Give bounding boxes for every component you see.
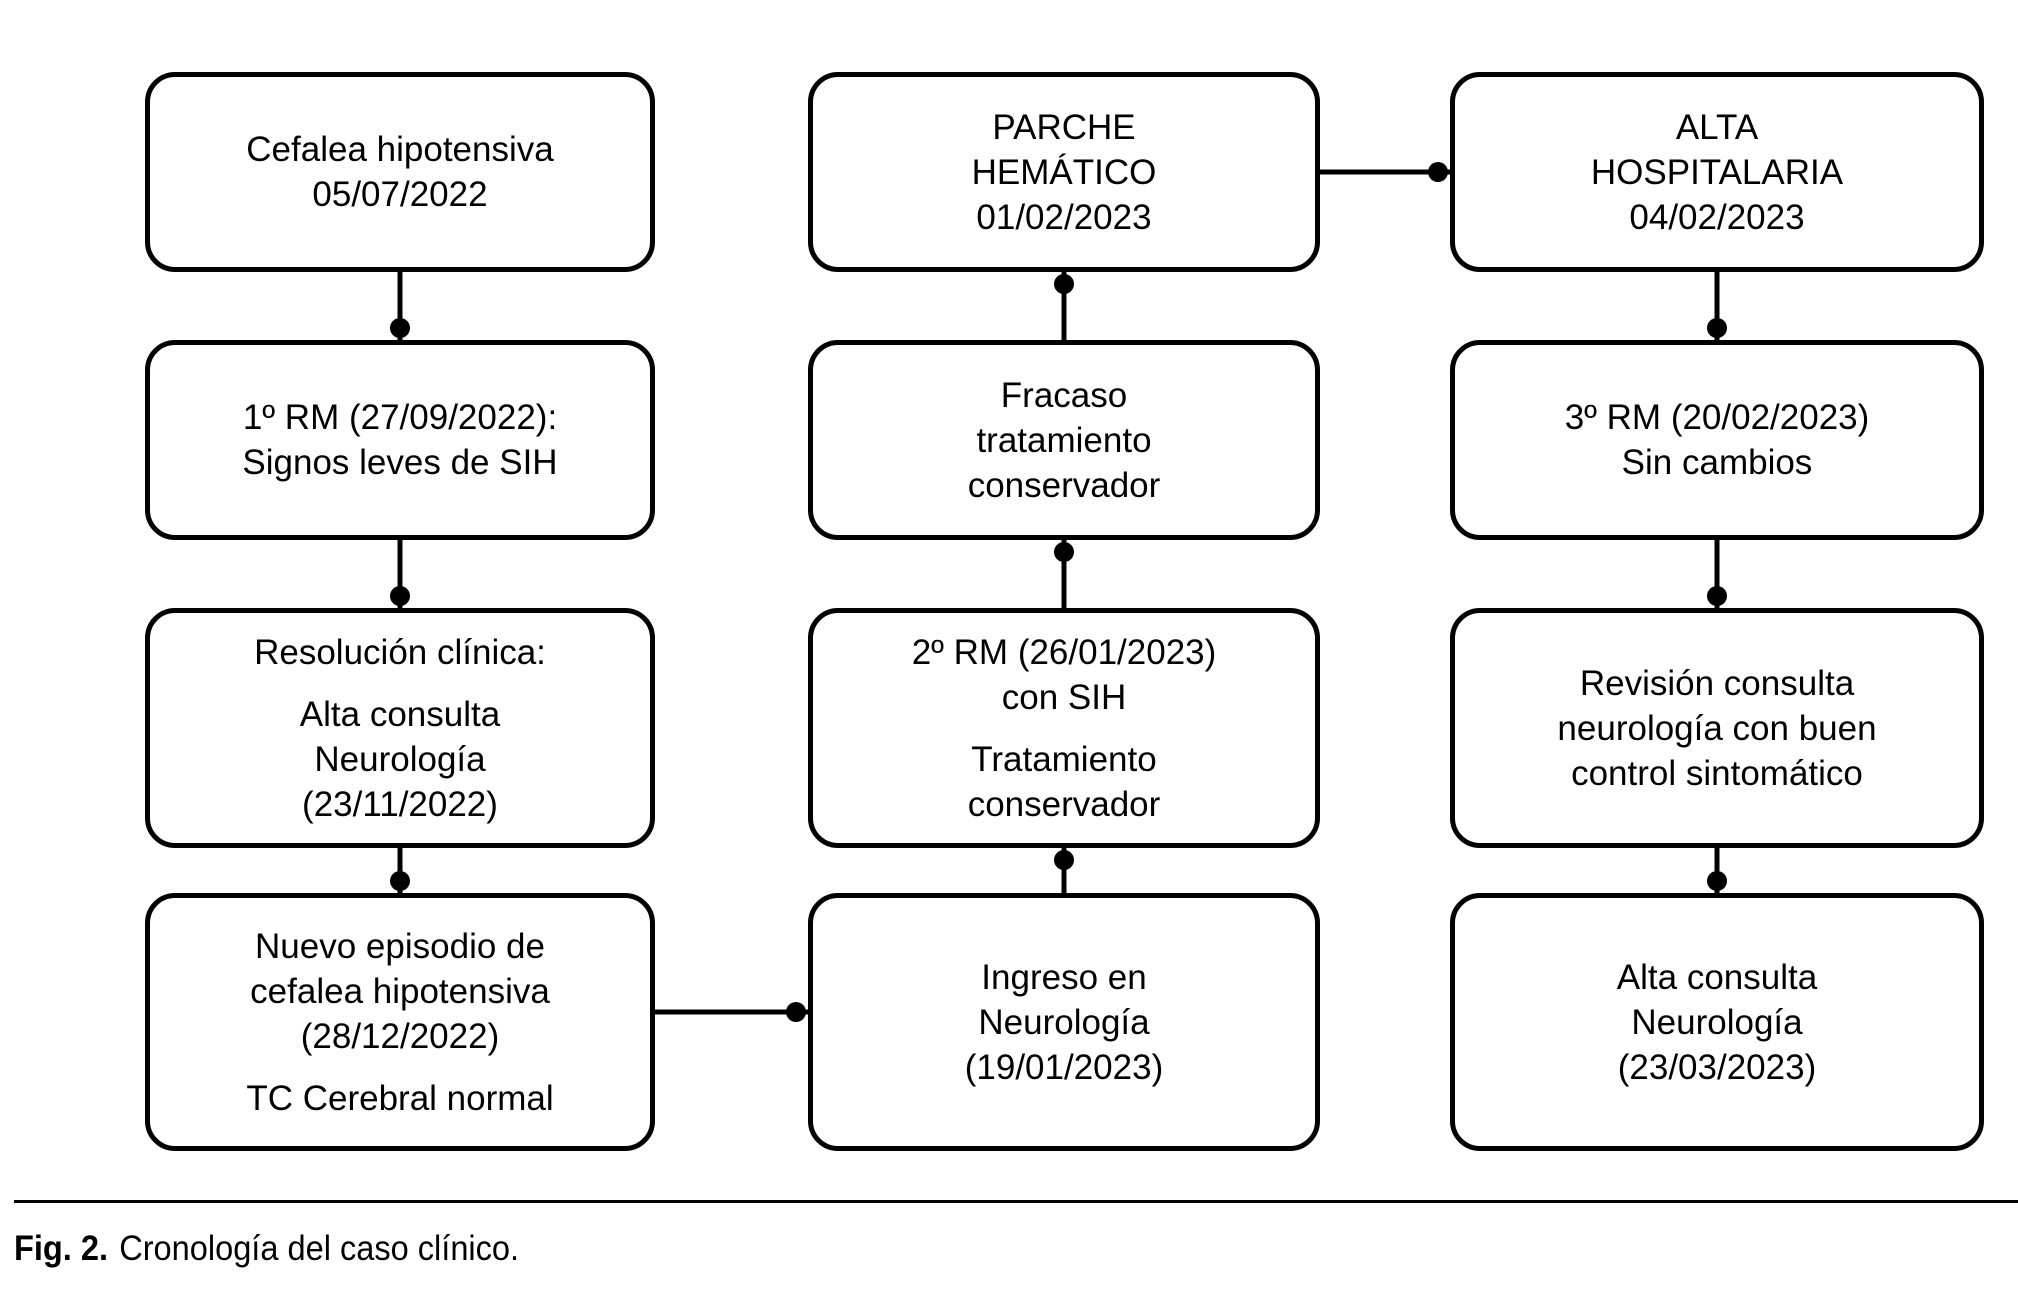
box-line: 04/02/2023 <box>1629 197 1805 237</box>
box-line: Sin cambios <box>1621 443 1813 482</box>
box-line: 01/02/2023 <box>976 197 1152 237</box>
figure-caption-text: Cronología del caso clínico. <box>119 1229 520 1268</box>
box-line: Revisión consulta <box>1579 663 1855 703</box>
arrow-dot-alta-hosp <box>1428 162 1448 182</box>
box-line: 3º RM (20/02/2023) <box>1564 398 1870 437</box>
caption-divider <box>14 1200 2018 1203</box>
box-line: Fracaso <box>1000 375 1128 415</box>
box-line: conservador <box>967 465 1161 505</box>
arrow-dot-nuevo <box>390 871 410 891</box>
box-line: con SIH <box>1001 677 1127 717</box>
box-line: Alta consulta <box>299 694 501 734</box>
box-line: ALTA <box>1675 107 1759 147</box>
box-line: neurología con buen <box>1557 708 1877 748</box>
box-cefalea-hipotensiva: Cefalea hipotensiva 05/07/2022 <box>145 72 655 272</box>
box-nuevo-episodio: Nuevo episodio de cefalea hipotensiva (2… <box>145 893 655 1151</box>
box-line: Neurología <box>314 739 486 779</box>
box-line: Nuevo episodio de <box>255 926 545 966</box>
box-rm3: 3º RM (20/02/2023) Sin cambios <box>1450 340 1984 540</box>
box-line: (23/03/2023) <box>1617 1047 1817 1087</box>
box-parche-hematico: PARCHE HEMÁTICO 01/02/2023 <box>808 72 1320 272</box>
arrow-dot-rm3 <box>1707 318 1727 338</box>
box-line: TC Cerebral normal <box>246 1078 554 1118</box>
box-line: control sintomático <box>1571 753 1863 793</box>
box-line: Alta consulta <box>1616 957 1818 997</box>
box-line: conservador <box>967 784 1161 824</box>
figure-caption-label: Fig. 2. <box>14 1229 109 1268</box>
box-line: 05/07/2022 <box>312 175 488 214</box>
box-line: 2º RM (26/01/2023) <box>911 632 1217 672</box>
box-fracaso-tratamiento: Fracaso tratamiento conservador <box>808 340 1320 540</box>
box-line: HEMÁTICO <box>971 152 1157 192</box>
box-line: Resolución clínica: <box>254 632 546 672</box>
box-line: Signos leves de SIH <box>242 443 558 482</box>
box-line: 1º RM (27/09/2022): <box>242 398 558 437</box>
box-line: PARCHE <box>992 107 1136 147</box>
arrow-dot-rm2 <box>1054 850 1074 870</box>
box-line: Ingreso en <box>981 957 1147 997</box>
box-rm2: 2º RM (26/01/2023) con SIH Tratamiento c… <box>808 608 1320 848</box>
arrow-dot-fracaso <box>1054 542 1074 562</box>
arrow-dot-alta-consulta <box>1707 871 1727 891</box>
box-line: (23/11/2022) <box>302 784 498 824</box>
arrow-dot-rm1 <box>390 318 410 338</box>
box-line: Neurología <box>1631 1002 1803 1042</box>
box-rm1: 1º RM (27/09/2022): Signos leves de SIH <box>145 340 655 540</box>
box-line: Neurología <box>978 1002 1150 1042</box>
box-line: Cefalea hipotensiva <box>246 130 554 169</box>
arrow-dot-resolucion <box>390 586 410 606</box>
box-line: (28/12/2022) <box>300 1016 500 1056</box>
box-ingreso-neurologia: Ingreso en Neurología (19/01/2023) <box>808 893 1320 1151</box>
box-line: tratamiento <box>976 420 1152 460</box>
box-revision-consulta: Revisión consulta neurología con buen co… <box>1450 608 1984 848</box>
box-alta-consulta: Alta consulta Neurología (23/03/2023) <box>1450 893 1984 1151</box>
box-resolucion-clinica: Resolución clínica: Alta consulta Neurol… <box>145 608 655 848</box>
box-line: cefalea hipotensiva <box>250 971 550 1011</box>
arrow-dot-revision <box>1707 586 1727 606</box>
box-line: (19/01/2023) <box>964 1047 1164 1087</box>
arrow-dot-ingreso <box>786 1002 806 1022</box>
box-line: Tratamiento <box>971 739 1157 779</box>
figure-caption: Fig. 2. Cronología del caso clínico. <box>14 1228 519 1270</box>
arrow-dot-parche <box>1054 274 1074 294</box>
box-line: HOSPITALARIA <box>1590 152 1844 192</box>
box-alta-hospitalaria: ALTA HOSPITALARIA 04/02/2023 <box>1450 72 1984 272</box>
